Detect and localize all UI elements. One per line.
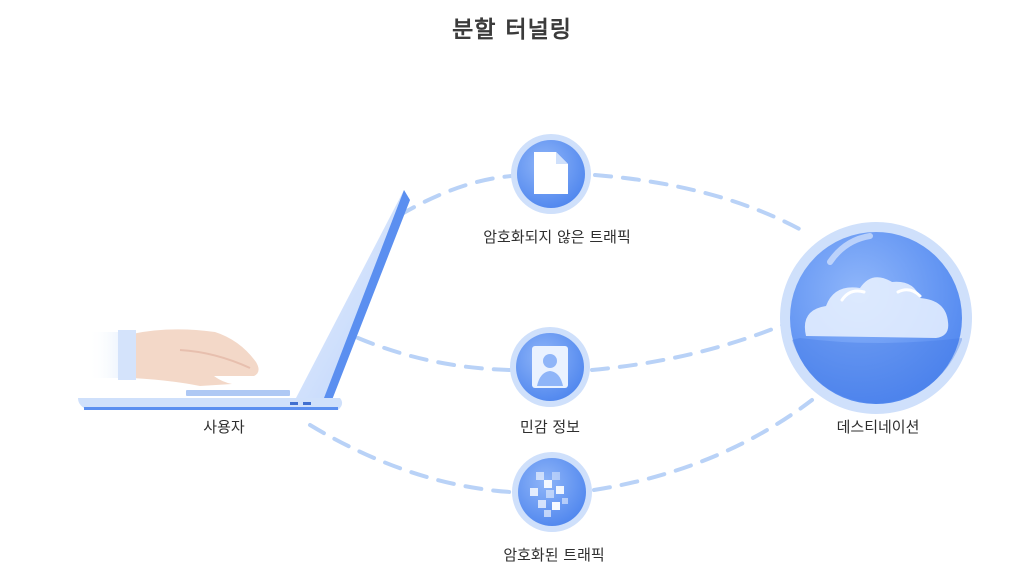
traffic-label-encrypted: 암호화된 트래픽 bbox=[503, 546, 605, 564]
hand bbox=[132, 329, 259, 386]
keyboard bbox=[186, 390, 290, 396]
hand-shadow bbox=[179, 349, 251, 369]
person-id-icon bbox=[532, 346, 568, 388]
laptop-screen-edge bbox=[324, 190, 410, 400]
traffic-node-unencrypted bbox=[511, 134, 591, 214]
user-label: 사용자 bbox=[203, 418, 245, 436]
page-title: 분할 터널링 bbox=[452, 17, 572, 43]
cuff bbox=[118, 330, 136, 380]
traffic-node-sensitive bbox=[510, 327, 590, 407]
cloud-globe-icon bbox=[780, 222, 972, 414]
document-icon bbox=[534, 152, 568, 194]
cloud-shape bbox=[804, 277, 949, 338]
destination-label: 데스티네이션 bbox=[836, 418, 920, 436]
path-unencrypted bbox=[398, 174, 514, 217]
pixelated-data-icon bbox=[530, 472, 568, 517]
traffic-node-encrypted bbox=[512, 452, 592, 532]
path-sensitive-dest bbox=[590, 320, 792, 372]
path-encrypted bbox=[308, 423, 512, 494]
laptop-screen bbox=[296, 190, 410, 398]
laptop-base-edge bbox=[84, 407, 338, 410]
traffic-label-sensitive: 민감 정보 bbox=[520, 418, 580, 436]
path-encrypted-dest bbox=[592, 398, 814, 492]
laptop-with-hand-icon bbox=[78, 190, 410, 410]
port-2 bbox=[303, 402, 311, 405]
port-1 bbox=[290, 402, 298, 405]
tunnel-paths bbox=[308, 173, 814, 494]
path-unencrypted-dest bbox=[593, 173, 807, 234]
path-sensitive bbox=[356, 336, 512, 372]
traffic-label-unencrypted: 암호화되지 않은 트래픽 bbox=[483, 228, 631, 246]
